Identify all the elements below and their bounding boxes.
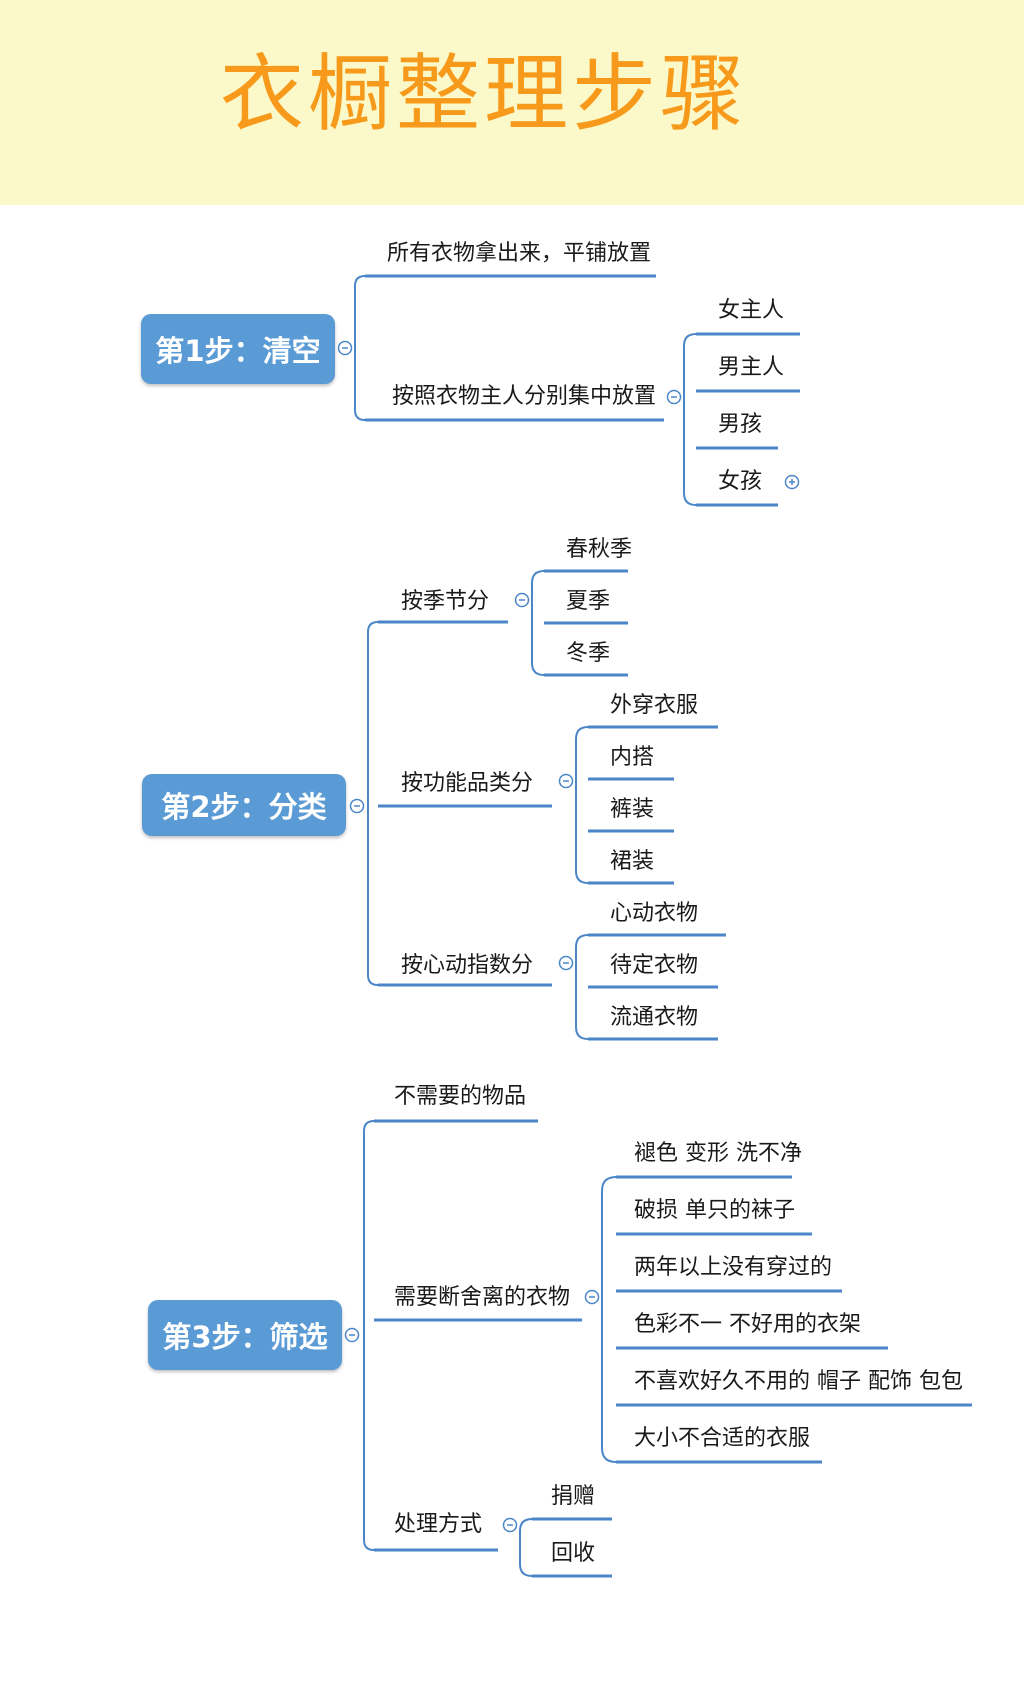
leaf-label[interactable]: 不喜欢好久不用的 帽子 配饰 包包 [634, 1369, 963, 1394]
branch-label[interactable]: 按心动指数分 [401, 953, 534, 978]
step-1-node[interactable]: 第1步：清空 [141, 314, 335, 384]
branch-label[interactable]: 处理方式 [394, 1512, 483, 1537]
leaf-label[interactable]: 春秋季 [566, 537, 633, 562]
leaf-label[interactable]: 男孩 [718, 412, 763, 437]
title-banner: 衣橱整理步骤 [0, 0, 1024, 205]
handling-spine [519, 1518, 533, 1577]
step2-spine [367, 621, 379, 986]
branch-label[interactable]: 按照衣物主人分别集中放置 [392, 384, 657, 409]
branch-label[interactable]: 按季节分 [401, 589, 490, 614]
step1-spine [354, 275, 366, 421]
leaf-label[interactable]: 冬季 [566, 641, 611, 666]
leaf-label[interactable]: 男主人 [718, 355, 785, 380]
leaf-label[interactable]: 褪色 变形 洗不净 [634, 1141, 802, 1166]
leaf-label[interactable]: 裤装 [610, 797, 655, 822]
season-spine [531, 570, 545, 676]
owner-spine [683, 333, 697, 506]
leaf-label[interactable]: 夏季 [566, 589, 611, 614]
page-title: 衣橱整理步骤 [220, 45, 749, 143]
branch-label[interactable]: 不需要的物品 [394, 1084, 527, 1109]
discard-spine [601, 1176, 617, 1463]
leaf-label[interactable]: 女主人 [718, 298, 785, 323]
leaf-label[interactable]: 两年以上没有穿过的 [634, 1255, 833, 1280]
step-2-node[interactable]: 第2步：分类 [142, 774, 346, 836]
leaf-label[interactable]: 外穿衣服 [610, 693, 699, 718]
leaf-label[interactable]: 心动衣物 [610, 901, 699, 926]
leaf-label[interactable]: 流通衣物 [610, 1005, 699, 1030]
leaf-label[interactable]: 待定衣物 [610, 953, 699, 978]
function-spine [575, 726, 589, 884]
leaf-label[interactable]: 女孩 [718, 469, 763, 494]
step3-spine [363, 1120, 375, 1551]
leaf-label[interactable]: 回收 [551, 1541, 596, 1566]
branch-label[interactable]: 需要断舍离的衣物 [394, 1285, 571, 1310]
branch-label[interactable]: 所有衣物拿出来，平铺放置 [387, 241, 652, 266]
leaf-label[interactable]: 破损 单只的袜子 [634, 1198, 795, 1223]
heart-spine [575, 934, 589, 1040]
step-3-node[interactable]: 第3步：筛选 [148, 1300, 342, 1370]
leaf-label[interactable]: 捐赠 [551, 1484, 596, 1509]
leaf-label[interactable]: 大小不合适的衣服 [634, 1426, 811, 1451]
leaf-label[interactable]: 色彩不一 不好用的衣架 [634, 1312, 861, 1337]
leaf-label[interactable]: 裙装 [610, 849, 655, 874]
leaf-label[interactable]: 内搭 [610, 745, 655, 770]
branch-label[interactable]: 按功能品类分 [401, 771, 534, 796]
